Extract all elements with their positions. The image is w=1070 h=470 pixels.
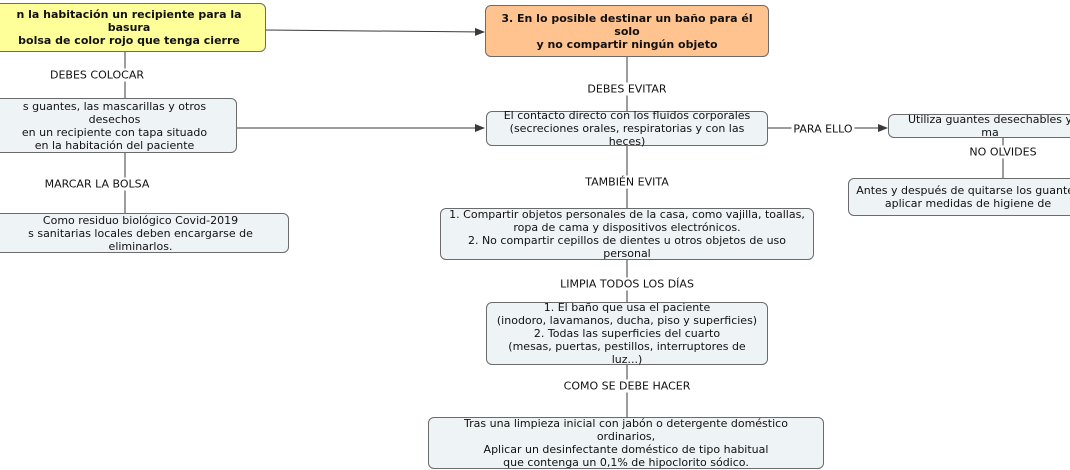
node-contacto-fluidos[interactable]: El contacto directo con los fluidos corp… [486, 109, 768, 148]
node-desechos-recipiente[interactable]: s guantes, las mascarillas y otros desec… [0, 98, 237, 153]
label-como-se-debe-hacer: COMO SE DEBE HACER [561, 379, 693, 393]
node-guantes-desechables[interactable]: Utiliza guantes desechables y ma [888, 113, 1070, 139]
label-para-ello: PARA ELLO [791, 122, 855, 136]
label-tambien-evita: TAMBIÉN EVITA [583, 175, 671, 189]
edge-n1-n2 [265, 27, 485, 36]
node-residuo-biologico[interactable]: Como residuo biológico Covid-2019 s sani… [0, 213, 289, 253]
node-bano-exclusivo[interactable]: 3. En lo posible destinar un baño para é… [485, 5, 769, 57]
node-higiene-manos[interactable]: Antes y después de quitarse los guantes … [848, 178, 1070, 216]
label-debes-evitar: DEBES EVITAR [585, 82, 669, 96]
node-no-compartir-objetos[interactable]: 1. Compartir objetos personales de la ca… [440, 208, 814, 260]
node-superficies-limpiar[interactable]: 1. El baño que usa el paciente (inodoro,… [486, 301, 768, 366]
node-desinfectante[interactable]: Tras una limpieza inicial con jabón o de… [428, 417, 824, 469]
node-bolsa-roja[interactable]: n la habitación un recipiente para la ba… [0, 3, 266, 52]
label-marcar-la-bolsa: MARCAR LA BOLSA [42, 177, 152, 191]
label-limpia-todos-los-dias: LIMPIA TODOS LOS DÍAS [558, 277, 696, 291]
label-debes-colocar: DEBES COLOCAR [48, 68, 146, 82]
label-no-olvides: NO OLVIDES [967, 145, 1039, 159]
